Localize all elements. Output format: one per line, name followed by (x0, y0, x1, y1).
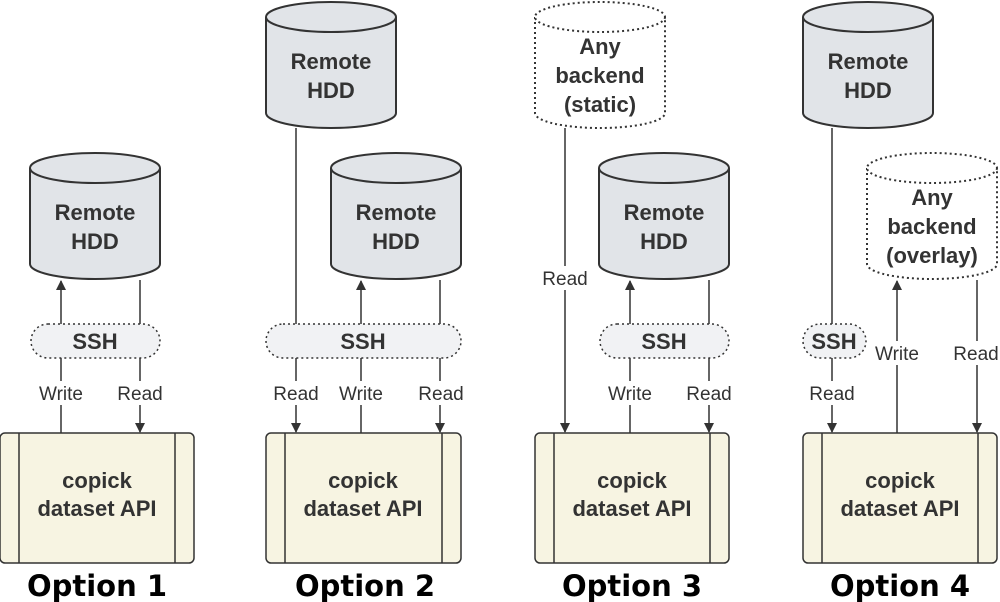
ssh-label: SSH (72, 329, 117, 354)
api-label: dataset API (303, 496, 422, 521)
storage-label: Remote (55, 200, 136, 225)
option-title: Option 2 (295, 569, 435, 602)
storage-label: Remote (828, 49, 909, 74)
ssh-pill: SSH (802, 323, 867, 359)
any-backend-static-storage: Any backend (static) (534, 1, 666, 129)
read-label: Read (273, 384, 318, 405)
copick-api-box: copick dataset API (0, 432, 195, 564)
storage-label: backend (555, 63, 644, 88)
storage-label: (overlay) (886, 243, 978, 268)
api-label: copick (62, 468, 132, 493)
copick-api-box: copick dataset API (534, 432, 730, 564)
ssh-pill: SSH (265, 323, 462, 359)
api-label: copick (597, 468, 667, 493)
storage-label: HDD (844, 78, 892, 103)
remote-hdd-storage: Remote HDD (330, 152, 462, 280)
read-label: Read (686, 384, 731, 405)
ssh-label: SSH (811, 329, 856, 354)
storage-label: Remote (624, 200, 705, 225)
storage-label: Any (579, 34, 621, 59)
option-4: Remote HDD Any backend (overlay) SSH Wri… (802, 1, 1000, 602)
option-3: Any backend (static) Remote HDD Read SSH… (534, 1, 734, 602)
storage-label: HDD (71, 229, 119, 254)
api-label: dataset API (37, 496, 156, 521)
remote-hdd-storage: Remote HDD (802, 1, 934, 129)
option-title: Option 3 (562, 569, 702, 602)
ssh-label: SSH (340, 329, 385, 354)
ssh-pill: SSH (599, 323, 730, 359)
storage-label: Any (911, 185, 953, 210)
read-label: Read (809, 384, 854, 405)
copick-api-box: copick dataset API (265, 432, 462, 564)
option-1: Remote HDD SSH Write Read copick dataset… (0, 152, 195, 602)
storage-label: Remote (291, 49, 372, 74)
api-label: dataset API (840, 496, 959, 521)
storage-label: (static) (564, 92, 636, 117)
any-backend-overlay-storage: Any backend (overlay) (866, 152, 998, 280)
storage-label: HDD (307, 78, 355, 103)
option-title: Option 4 (830, 569, 970, 602)
ssh-pill: SSH (30, 323, 161, 359)
read-label: Read (953, 344, 998, 365)
remote-hdd-storage: Remote HDD (29, 152, 161, 280)
remote-hdd-storage: Remote HDD (598, 152, 730, 280)
remote-hdd-storage: Remote HDD (265, 1, 397, 129)
write-label: Write (875, 344, 919, 365)
read-label: Read (117, 384, 162, 405)
storage-label: backend (887, 214, 976, 239)
option-title: Option 1 (27, 569, 167, 602)
write-label: Write (339, 384, 383, 405)
read-label: Read (418, 384, 463, 405)
storage-label: Remote (356, 200, 437, 225)
write-label: Write (39, 384, 83, 405)
storage-label: HDD (640, 229, 688, 254)
copick-api-box: copick dataset API (802, 432, 998, 564)
write-label: Write (608, 384, 652, 405)
read-label: Read (542, 269, 587, 290)
ssh-label: SSH (641, 329, 686, 354)
option-2: Remote HDD Remote HDD SSH Read Write Rea… (265, 1, 466, 602)
api-label: copick (865, 468, 935, 493)
api-label: copick (328, 468, 398, 493)
storage-label: HDD (372, 229, 420, 254)
api-label: dataset API (572, 496, 691, 521)
